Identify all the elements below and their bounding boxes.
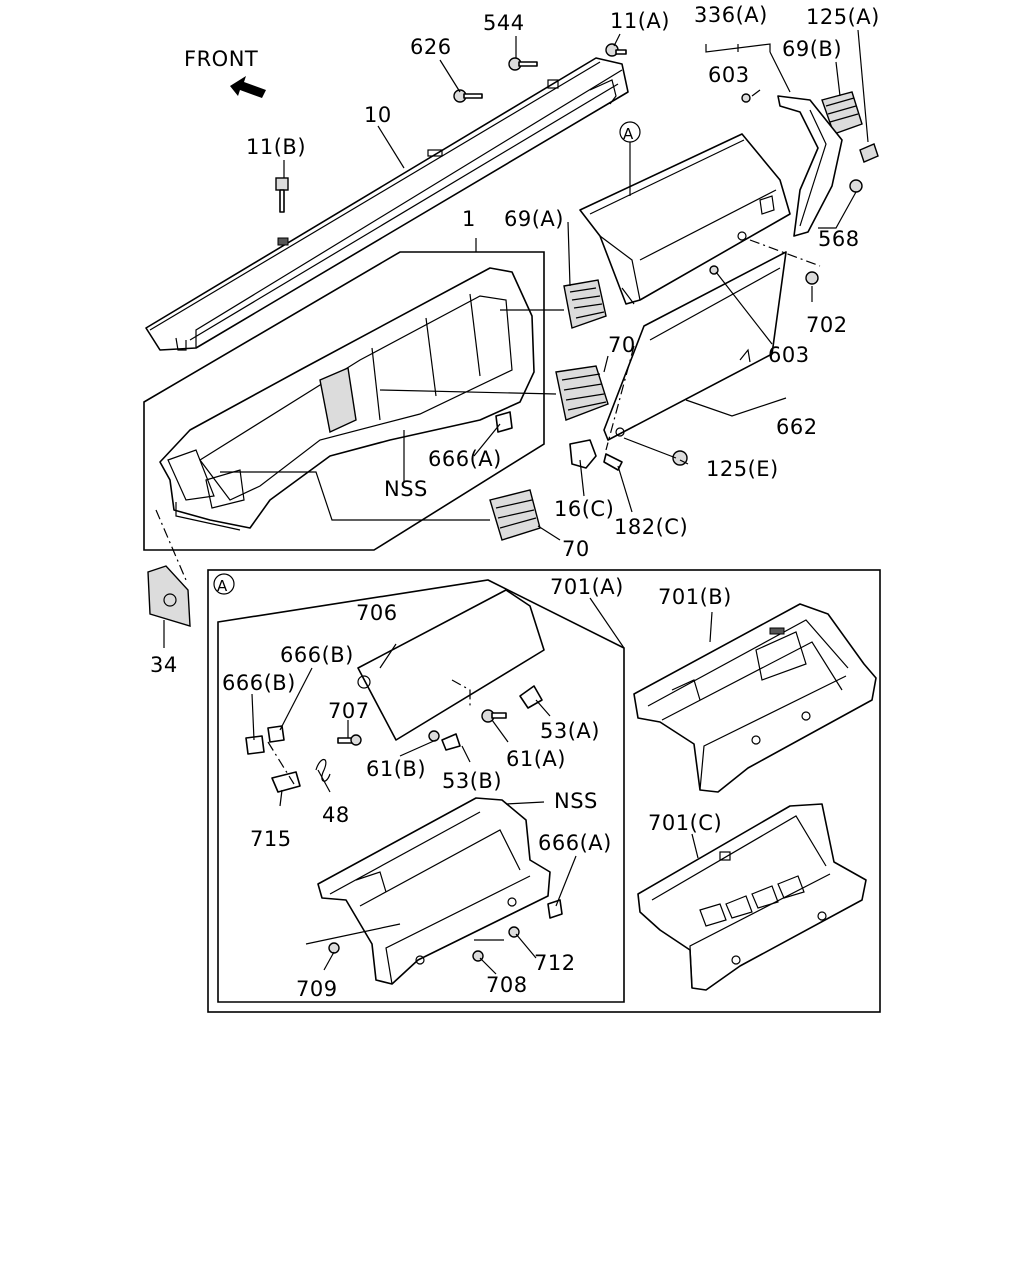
clip-666a-top	[495, 411, 513, 433]
glovebox-assembly-upper	[579, 133, 791, 305]
label-662: 662	[776, 415, 818, 439]
label-666b-2: 666(B)	[222, 671, 296, 695]
label-69b: 69(B)	[782, 37, 842, 61]
label-16c: 16(C)	[554, 497, 614, 521]
fastener-603-top	[741, 93, 751, 103]
screw-11b	[275, 177, 289, 213]
front-label: FRONT	[184, 47, 258, 71]
label-61b: 61(B)	[366, 757, 426, 781]
label-626: 626	[410, 35, 452, 59]
label-701a: 701(A)	[550, 575, 624, 599]
spring-48	[315, 758, 331, 782]
label-53b: 53(B)	[442, 769, 502, 793]
label-702: 702	[806, 313, 848, 337]
front-arrow-icon	[230, 76, 266, 98]
screw-709	[328, 942, 340, 954]
fastener-568	[849, 179, 863, 193]
label-11a: 11(A)	[610, 9, 670, 33]
clip-666b-2	[267, 725, 285, 743]
part-labels: 544 11(A) 336(A) 125(A) 626 603 69(B) 10…	[150, 3, 880, 1001]
label-48: 48	[322, 803, 350, 827]
callout-a-upper: A	[619, 121, 641, 196]
label-706: 706	[356, 601, 398, 625]
label-70-top: 70	[608, 333, 636, 357]
label-701c: 701(C)	[648, 811, 722, 835]
label-336a: 336(A)	[694, 3, 768, 27]
front-indicator: FRONT	[184, 47, 266, 98]
label-70-bottom: 70	[562, 537, 590, 561]
screw-626	[453, 89, 483, 103]
glovebox-701c	[637, 803, 867, 991]
screw-11a	[605, 43, 627, 57]
callout-a-letter-upper: A	[623, 125, 634, 143]
label-709: 709	[296, 977, 338, 1001]
clip-666a-bottom	[547, 899, 563, 919]
bracket-53b	[441, 733, 461, 751]
label-nss-bottom: NSS	[554, 789, 598, 813]
label-125e: 125(E)	[706, 457, 779, 481]
trim-34	[147, 565, 191, 627]
label-34: 34	[150, 653, 178, 677]
part-1-bounding-box	[143, 251, 545, 551]
vent-70-lower	[489, 489, 541, 541]
label-666b-1: 666(B)	[280, 643, 354, 667]
label-603-top: 603	[708, 63, 750, 87]
lid-706	[357, 589, 545, 741]
lid-662	[603, 251, 787, 441]
label-701b: 701(B)	[658, 585, 732, 609]
label-707: 707	[328, 699, 370, 723]
screw-182c	[603, 453, 623, 471]
detail-a-outer-frame	[207, 569, 881, 1013]
screw-544	[508, 57, 538, 71]
fastener-702	[805, 271, 819, 285]
callout-a-letter-lower: A	[217, 577, 228, 595]
label-125a: 125(A)	[806, 5, 880, 29]
screw-61b	[428, 730, 440, 742]
fastener-125a	[859, 143, 879, 163]
callout-a-lower: A	[213, 573, 235, 595]
vent-69a	[563, 279, 607, 329]
vent-69b	[821, 91, 863, 135]
label-61a: 61(A)	[506, 747, 566, 771]
label-53a: 53(A)	[540, 719, 600, 743]
detail-a-inner-frame	[217, 579, 625, 1003]
vent-70-upper	[555, 365, 609, 421]
screw-707	[337, 734, 362, 746]
part-1-instrument-panel	[159, 267, 535, 531]
label-182c: 182(C)	[614, 515, 688, 539]
glovebox-701a-body	[317, 797, 551, 985]
label-666a-top: 666(A)	[428, 447, 502, 471]
clip-666b-1	[245, 735, 265, 755]
screw-61a	[481, 709, 507, 723]
label-544: 544	[483, 11, 525, 35]
label-666a-bottom: 666(A)	[538, 831, 612, 855]
label-69a: 69(A)	[504, 207, 564, 231]
label-603-mid: 603	[768, 343, 810, 367]
glovebox-701b	[633, 603, 877, 793]
label-568: 568	[818, 227, 860, 251]
part-10-top-cover	[145, 57, 629, 351]
label-nss-top: NSS	[384, 477, 428, 501]
label-11b: 11(B)	[246, 135, 306, 159]
bracket-336a	[777, 95, 843, 237]
label-708: 708	[486, 973, 528, 997]
bracket-53a	[519, 685, 543, 709]
label-10: 10	[364, 103, 392, 127]
label-1: 1	[462, 207, 476, 231]
label-712: 712	[534, 951, 576, 975]
label-715: 715	[250, 827, 292, 851]
part-715	[271, 771, 301, 793]
bracket-16c	[569, 439, 597, 469]
